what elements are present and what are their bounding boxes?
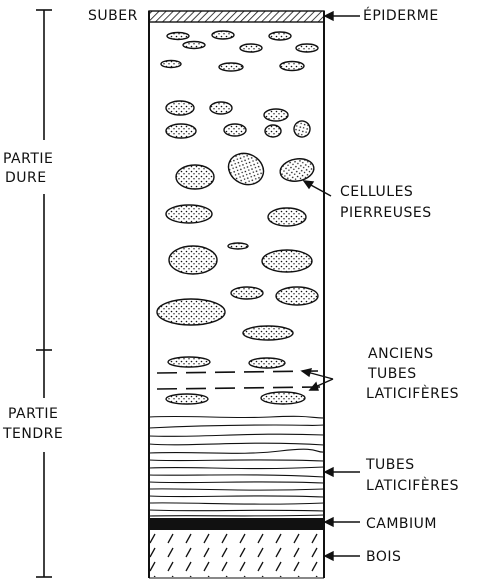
label-anciens-line1: ANCIENS <box>368 346 434 362</box>
laticifer-tubes <box>149 416 324 516</box>
suber-layer <box>149 11 324 22</box>
stone-cell <box>166 101 194 115</box>
stone-cell <box>268 208 306 226</box>
old-laticifer-tubes <box>157 371 320 389</box>
stone-cell <box>265 125 281 137</box>
bark-column <box>149 11 324 578</box>
stone-cell <box>224 124 246 136</box>
arrow-tubes <box>325 468 360 476</box>
label-partie-dure-line1: PARTIE <box>3 151 53 167</box>
label-anciens-line3: LATICIFÈRES <box>366 385 459 402</box>
stone-cell <box>176 165 214 189</box>
stone-cell <box>166 205 212 223</box>
label-partie-dure-line2: DURE <box>5 170 47 186</box>
label-tubes-line1: TUBES <box>365 457 415 473</box>
stone-cell <box>269 32 291 40</box>
stone-cell <box>161 61 181 68</box>
arrow-cellules <box>304 181 331 196</box>
label-partie-tendre-line2: TENDRE <box>2 426 63 442</box>
stone-cell <box>210 102 232 114</box>
label-tubes-line2: LATICIFÈRES <box>366 477 459 494</box>
stone-cell <box>167 33 189 40</box>
wood-layer <box>150 531 323 577</box>
stone-cell <box>169 246 217 274</box>
stone-cell <box>291 118 313 140</box>
stone-cell <box>276 287 318 305</box>
label-partie-tendre-line1: PARTIE <box>8 406 58 422</box>
stone-cell <box>280 62 304 71</box>
stone-cell <box>262 250 312 272</box>
label-bois: BOIS <box>366 549 401 565</box>
stone-cell <box>212 31 234 39</box>
stone-cell <box>264 109 288 121</box>
label-anciens-line2: TUBES <box>367 366 417 382</box>
label-cellules-line2: PIERREUSES <box>340 205 432 221</box>
labels: SUBER ÉPIDERME PARTIE DURE PARTIE TENDRE… <box>2 7 459 565</box>
stone-cell <box>228 243 248 249</box>
scale-bar <box>36 10 52 577</box>
arrow-cambium <box>325 518 360 526</box>
stone-cell <box>183 42 205 49</box>
label-cambium: CAMBIUM <box>366 516 437 532</box>
stone-cell <box>296 44 318 52</box>
label-suber: SUBER <box>88 8 138 24</box>
stone-cells <box>157 31 318 404</box>
label-epiderme: ÉPIDERME <box>363 7 439 24</box>
stone-cell <box>240 44 262 52</box>
leader-arrows <box>302 12 360 560</box>
stone-cell <box>243 326 293 340</box>
arrow-bois <box>325 552 360 560</box>
stone-cell <box>166 124 196 138</box>
cambium-layer <box>149 518 324 530</box>
stone-cell <box>168 357 210 367</box>
stone-cell <box>261 392 305 404</box>
stone-cell <box>219 63 243 71</box>
stone-cell <box>249 358 285 368</box>
label-cellules-line1: CELLULES <box>340 184 413 200</box>
stone-cell <box>278 156 315 184</box>
stone-cell <box>231 287 263 299</box>
stone-cell <box>223 148 268 190</box>
stone-cell <box>166 394 208 404</box>
arrow-epiderme <box>325 12 360 20</box>
stone-cell <box>157 299 225 325</box>
